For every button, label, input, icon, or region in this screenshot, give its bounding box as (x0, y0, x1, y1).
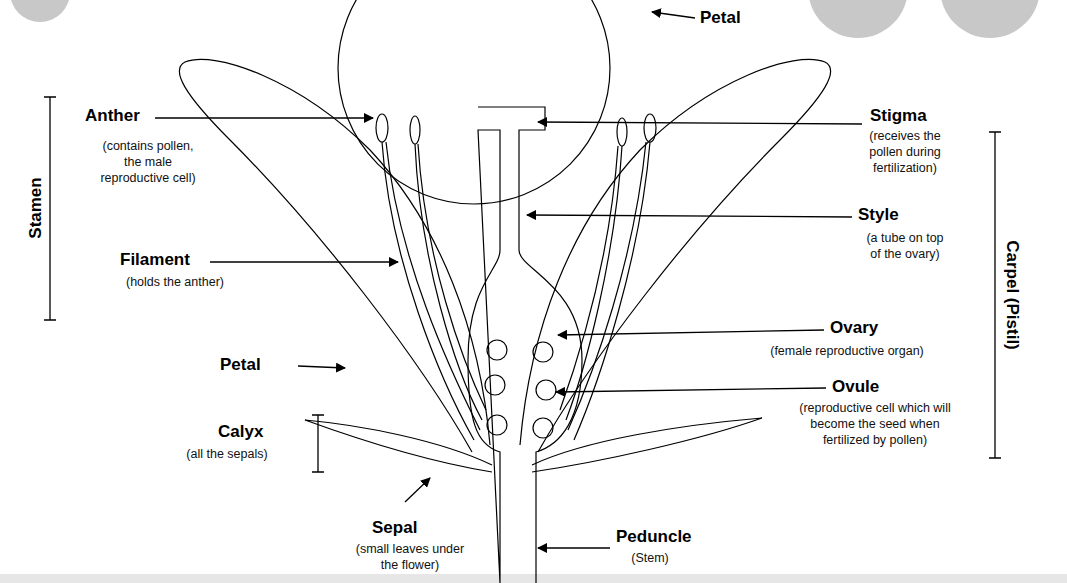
part-name: Petal (220, 355, 261, 375)
bottom-bar (0, 574, 1067, 583)
part-name: Ovule (832, 377, 879, 397)
part-note: (female reproductive organ) (722, 343, 972, 359)
group-name: Carpel (Pistil) (1002, 240, 1022, 350)
part-note: (holds the anther) (90, 274, 260, 290)
part-name: Sepal (372, 518, 417, 538)
part-note: (Stem) (610, 550, 690, 566)
part-note: (small leaves under the flower) (350, 541, 470, 573)
petal-right (520, 59, 831, 452)
part-name: Ovary (830, 318, 878, 338)
brackets (44, 97, 1001, 472)
pistil (468, 107, 582, 583)
sepal-left (305, 420, 492, 472)
part-name: Petal (700, 8, 741, 28)
part-note: (all the sepals) (172, 446, 282, 462)
part-name: Anther (85, 106, 140, 126)
part-name: Peduncle (616, 527, 692, 547)
filament (382, 142, 480, 440)
part-name: Stigma (870, 106, 927, 126)
part-name: Filament (120, 250, 190, 270)
ui-buttons (10, 0, 1040, 38)
part-note: (contains pollen, the male reproductive … (93, 138, 203, 186)
part-name: Calyx (218, 422, 263, 442)
part-name: Style (858, 205, 899, 225)
anther (376, 114, 388, 142)
group-name: Stamen (26, 177, 46, 238)
part-note: (reproductive cell which will become the… (795, 400, 955, 448)
sepal-right (532, 418, 762, 472)
part-note: (a tube on top of the ovary) (861, 230, 949, 262)
part-note: (receives the pollen during fertilizatio… (860, 128, 950, 176)
petal-top (338, 0, 610, 204)
leader-arrows (155, 12, 862, 548)
